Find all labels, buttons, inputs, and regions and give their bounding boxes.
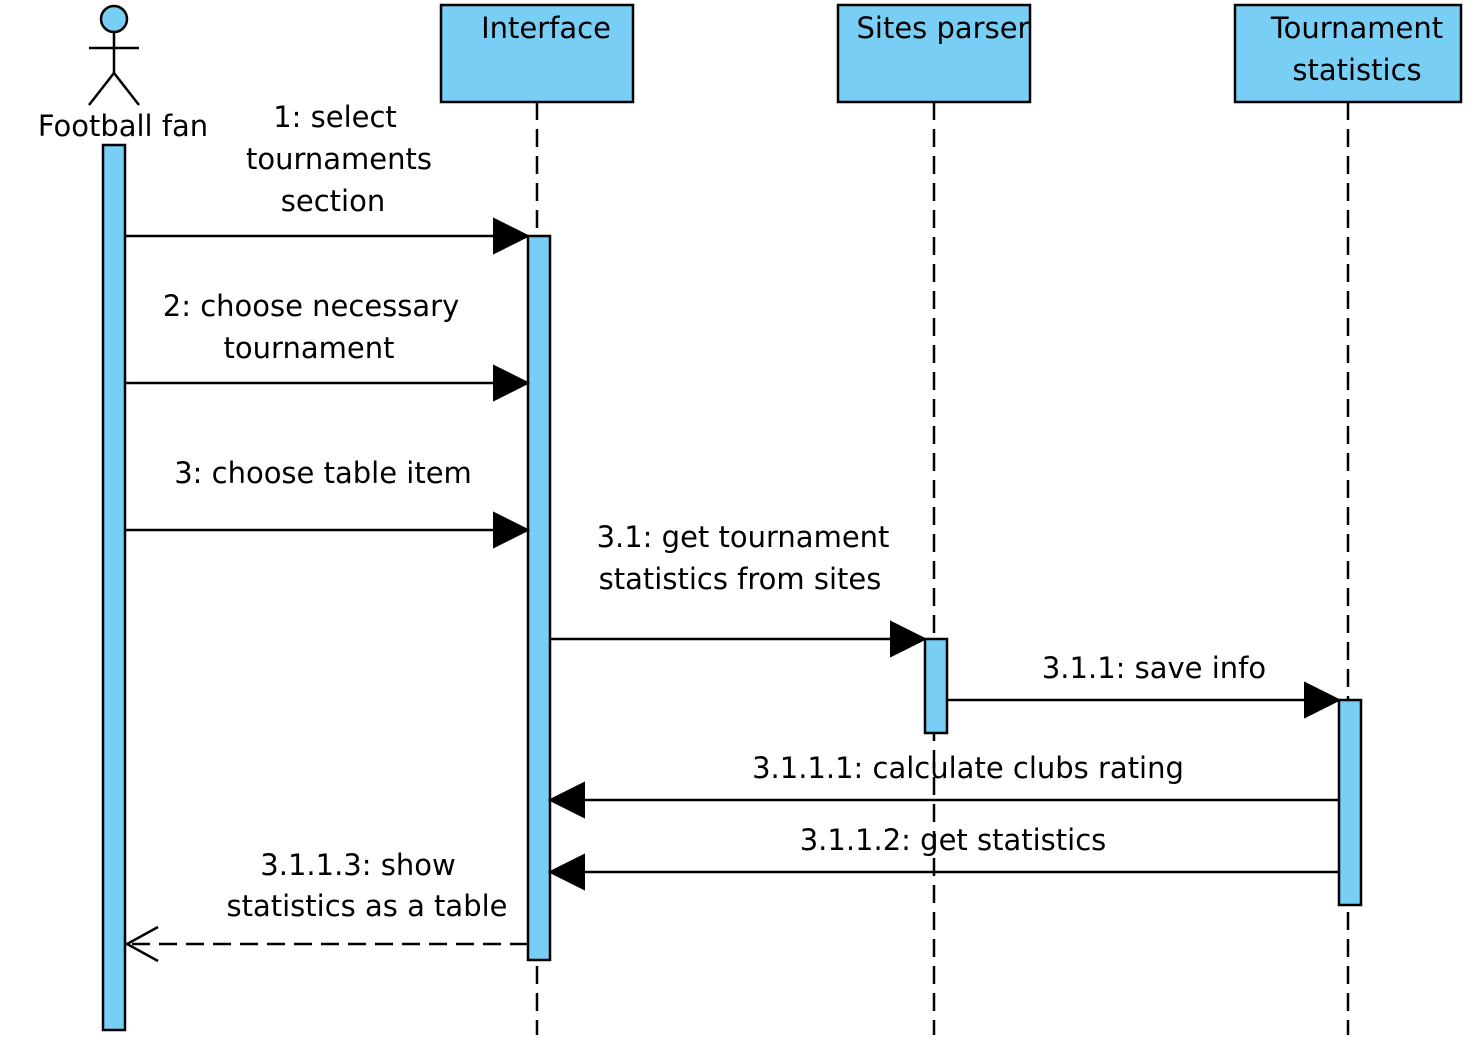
activation-bar-tournament-statistics (1337, 698, 1363, 907)
message-2-label-line-1: 2: choose necessary (163, 289, 460, 323)
participant-tournament-statistics-label-line-2: statistics (1292, 53, 1421, 87)
message-3-label-line-1: 3: choose table item (174, 456, 472, 490)
message-1: 1: select tournaments section (125, 100, 531, 255)
participant-interface-label: Interface (481, 11, 611, 45)
message-3-1-1-3-label-line-2: statistics as a table (226, 889, 507, 923)
message-3-1-label-line-2: statistics from sites (599, 562, 882, 596)
message-3-1-1-3-label-line-1: 3.1.1.3: show (260, 848, 455, 882)
message-3-1-1-1: 3.1.1.1: calculate clubs rating (547, 751, 1339, 819)
message-3-1-1-3-open-arrowhead (124, 925, 159, 963)
message-3-1-1-2-arrowhead (547, 853, 585, 891)
actor-head (99, 4, 129, 34)
message-2-label-line-2: tournament (224, 331, 395, 365)
participant-sites-parser-label: Sites parser (857, 11, 1030, 45)
message-3-1-arrowhead (890, 620, 928, 658)
message-3-1-1-2-label-line-1: 3.1.1.2: get statistics (800, 823, 1107, 857)
activation-bar-sites-parser (923, 637, 949, 735)
participant-tournament-statistics: Tournament statistics (1233, 3, 1463, 104)
message-3: 3: choose table item (125, 456, 531, 549)
message-1-label-line-3: section (281, 184, 385, 218)
message-3-1-1-1-label-line-1: 3.1.1.1: calculate clubs rating (752, 751, 1184, 785)
actor-football-fan: Football fan (38, 4, 208, 143)
actor-left-leg (88, 72, 115, 106)
message-3-arrowhead (493, 511, 531, 549)
message-3-1-1-1-arrowhead (547, 781, 585, 819)
participant-interface: Interface (439, 3, 635, 104)
participant-sites-parser: Sites parser (836, 3, 1032, 104)
message-3-1-1-label-line-1: 3.1.1: save info (1042, 651, 1266, 685)
actor-right-leg (113, 72, 140, 106)
activation-bar-football-fan (101, 143, 127, 1032)
message-2: 2: choose necessary tournament (125, 289, 531, 402)
message-1-arrowhead (493, 217, 531, 255)
message-3-1: 3.1: get tournament statistics from site… (550, 520, 928, 658)
activation-bar-interface (526, 234, 552, 962)
participant-tournament-statistics-label-line-1: Tournament (1270, 11, 1443, 45)
message-3-1-label-line-1: 3.1: get tournament (597, 520, 890, 554)
message-3-1-1-2: 3.1.1.2: get statistics (547, 823, 1339, 891)
message-3-1-1-3: 3.1.1.3: show statistics as a table (124, 848, 528, 963)
participant-interface-box (439, 3, 635, 104)
actor-label: Football fan (38, 109, 208, 143)
participant-tournament-statistics-box (1233, 3, 1463, 104)
message-3-1-1-arrowhead (1304, 681, 1342, 719)
message-1-label-line-2: tournaments (246, 142, 432, 176)
message-3-1-1: 3.1.1: save info (947, 651, 1342, 719)
participant-sites-parser-box (836, 3, 1032, 104)
message-2-arrowhead (493, 364, 531, 402)
message-1-label-line-1: 1: select (273, 100, 397, 134)
